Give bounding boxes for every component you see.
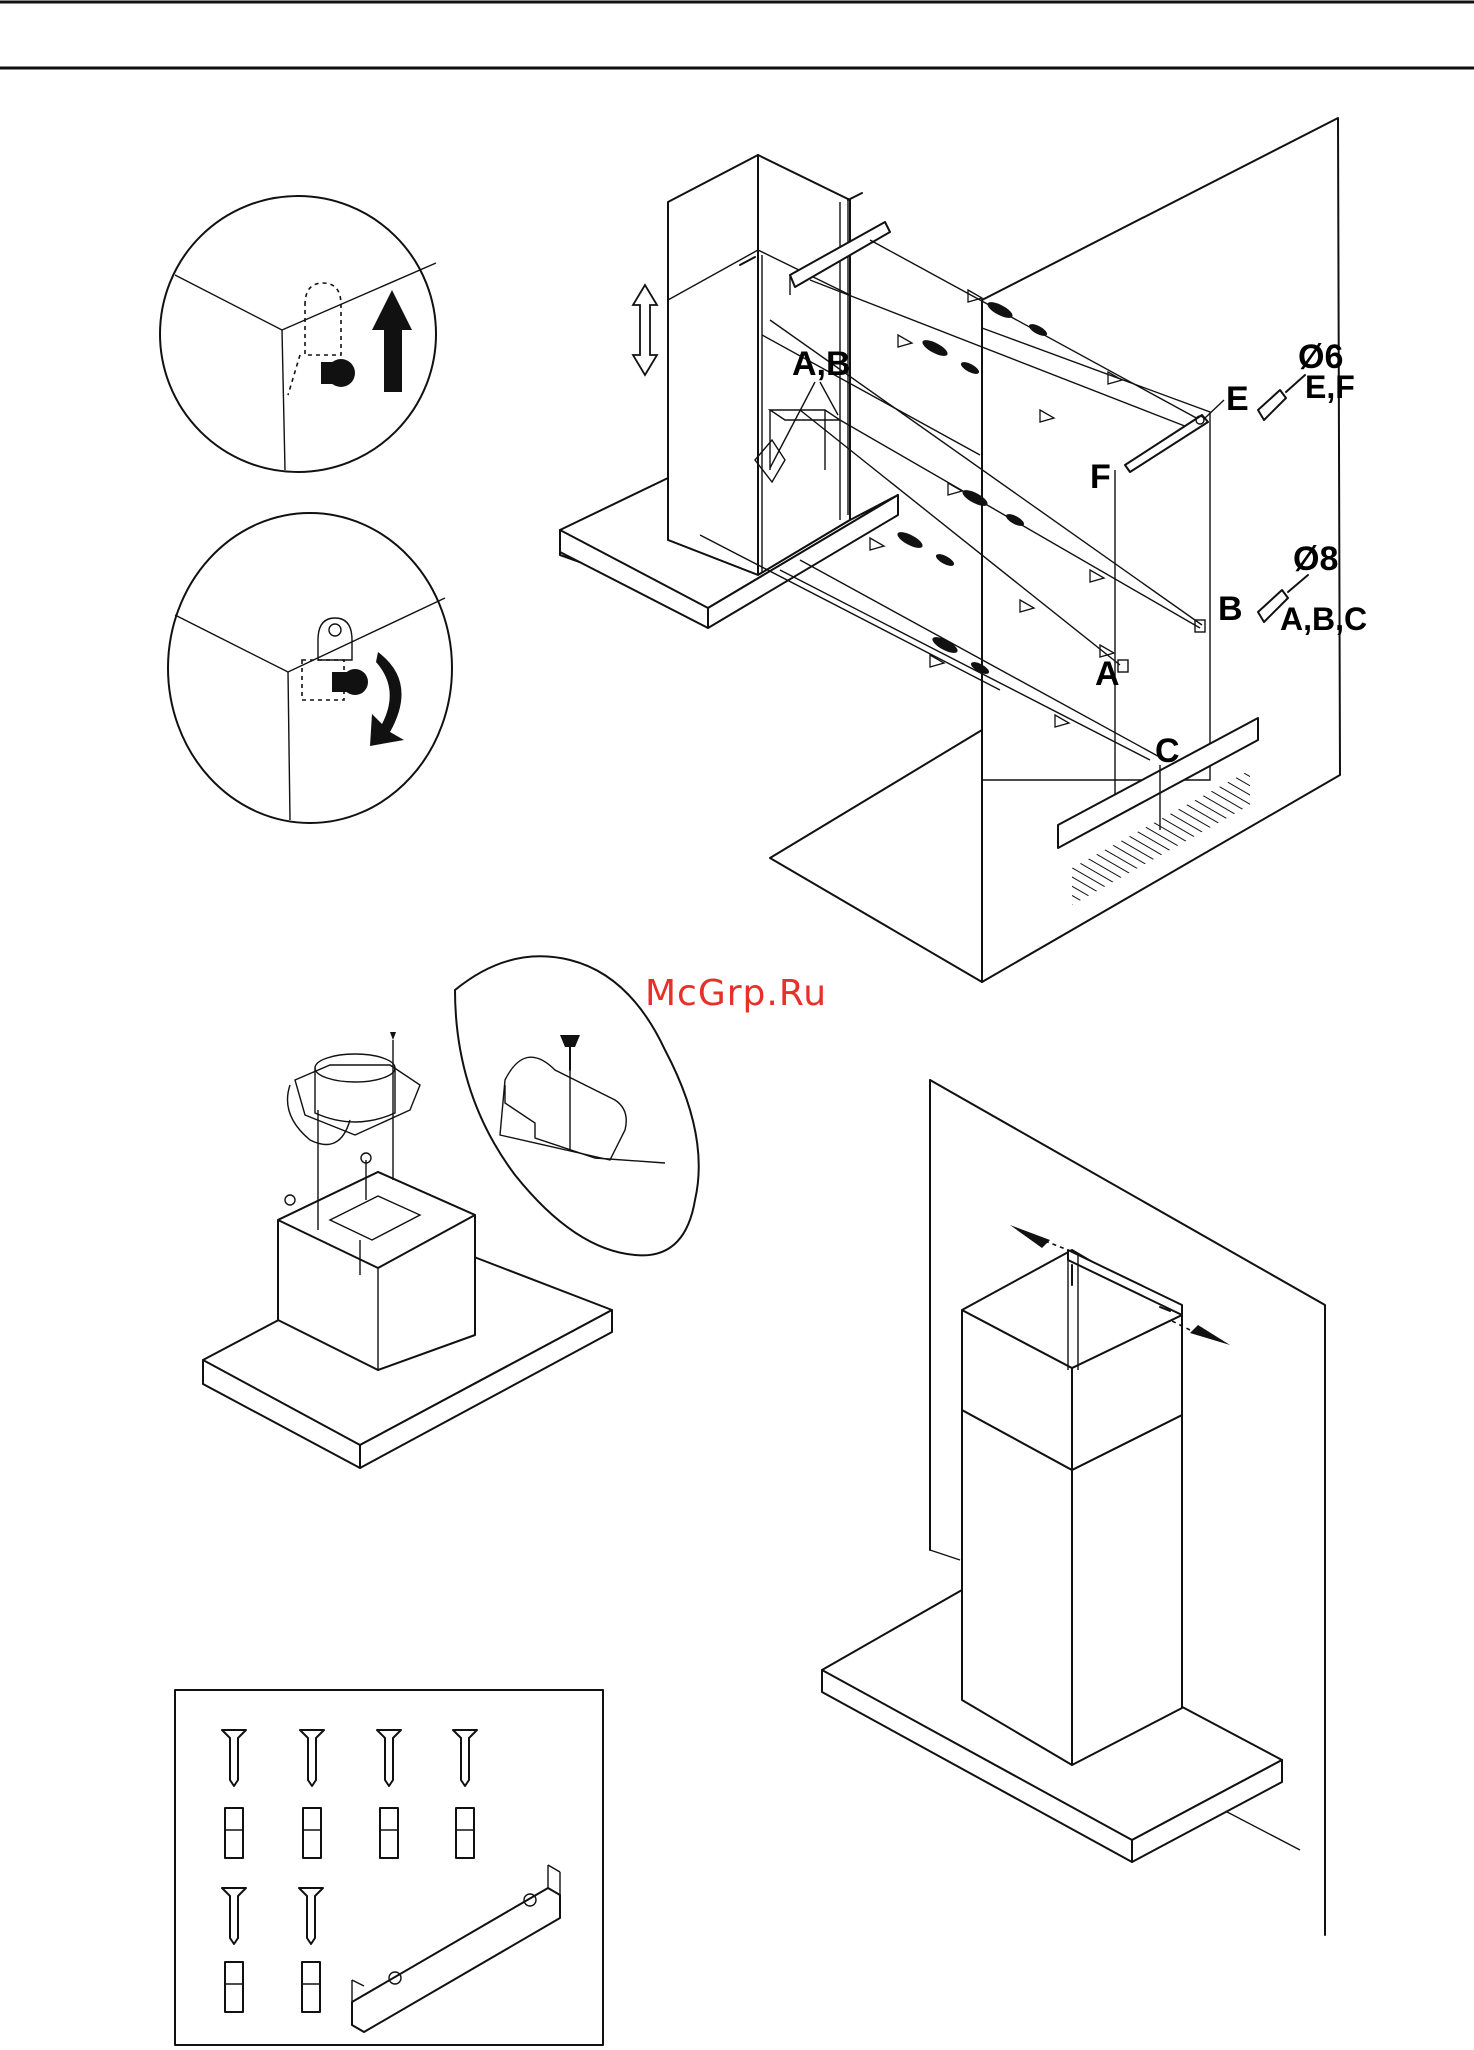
wall-plug-icon bbox=[225, 1962, 320, 2012]
label-b: B bbox=[1218, 590, 1243, 628]
label-ab-top: A,B bbox=[792, 345, 851, 383]
arrow-up-icon bbox=[372, 290, 412, 392]
label-e: E bbox=[1226, 380, 1249, 418]
screw-icon bbox=[321, 359, 355, 387]
parts-kit-box bbox=[175, 1690, 603, 2045]
screw-icon bbox=[222, 1888, 323, 1944]
label-c: C bbox=[1155, 732, 1180, 770]
label-f: F bbox=[1090, 458, 1111, 496]
screw-icon bbox=[332, 669, 368, 695]
wall-plug-icon bbox=[225, 1808, 474, 1858]
bracket-icon bbox=[352, 1865, 560, 2032]
detail-circle-lift bbox=[160, 196, 436, 472]
arrowheads bbox=[870, 290, 1122, 727]
wall-plug-icon bbox=[895, 299, 1048, 676]
screw-icon bbox=[222, 1730, 477, 1786]
watermark-text: McGrp.Ru bbox=[645, 973, 827, 1014]
label-ef: E,F bbox=[1305, 369, 1355, 405]
drill-bit-icon bbox=[1258, 375, 1305, 420]
duct-collar-assembly bbox=[203, 1032, 612, 1468]
label-abc: A,B,C bbox=[1280, 601, 1367, 637]
header-rules bbox=[0, 2, 1474, 68]
detail-circle-rotate bbox=[168, 513, 452, 823]
rotate-arrow-icon bbox=[370, 652, 404, 746]
label-a: A bbox=[1095, 655, 1120, 693]
wall-assembly-exploded bbox=[560, 118, 1340, 982]
label-dia8: Ø8 bbox=[1293, 540, 1338, 578]
installed-hood bbox=[822, 1080, 1325, 1935]
